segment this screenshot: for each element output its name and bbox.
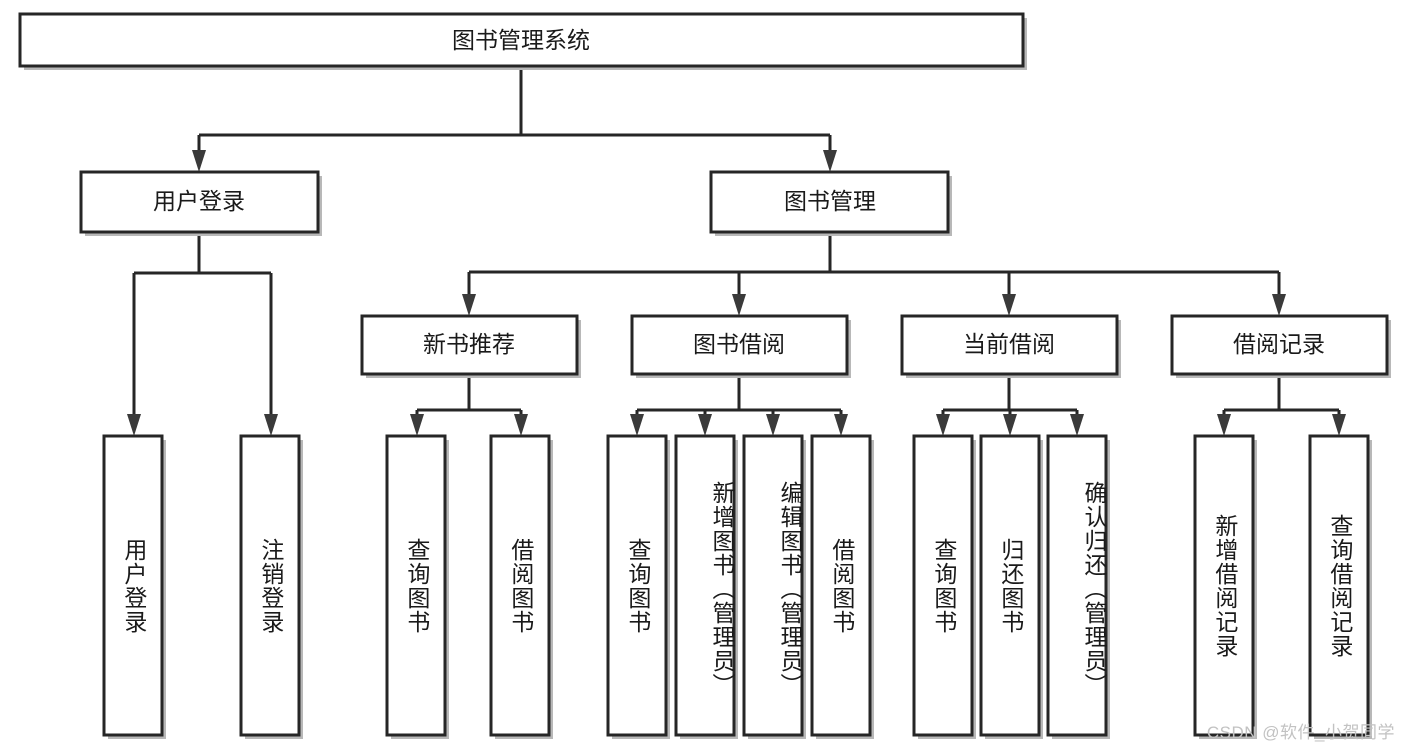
node-leaf-bb-edit-box[interactable]: [742, 434, 804, 737]
node-book-management-box[interactable]: [709, 170, 950, 234]
arrow-to-bookborrow-leaf-2: [698, 414, 712, 436]
arrow-to-currentborrow-leaf-3: [1070, 414, 1084, 436]
node-book-borrow-label: 图书借阅: [693, 331, 785, 357]
node-leaf-cb-return-box[interactable]: [979, 434, 1041, 737]
arrow-to-leaf-logout: [264, 414, 278, 436]
arrow-to-currentborrow: [1002, 294, 1016, 316]
arrow-to-book-mgmt: [823, 150, 837, 172]
arrow-to-newbook: [462, 294, 476, 316]
arrow-to-bookborrow-leaf-1: [630, 414, 644, 436]
arrow-to-bookborrow-leaf-3: [766, 414, 780, 436]
node-user-login-label: 用户登录: [153, 188, 245, 214]
arrow-to-borrowrecord-leaf-1: [1217, 414, 1231, 436]
arrow-to-leaf-user-login: [127, 414, 141, 436]
arrow-to-borrowrecord-leaf-2: [1332, 414, 1346, 436]
node-leaf-nb-borrow-box[interactable]: [489, 434, 551, 737]
node-new-book-recommend-box[interactable]: [360, 314, 579, 376]
node-leaf-cb-confirm-box[interactable]: [1046, 434, 1108, 737]
node-leaf-user-login-box[interactable]: [102, 434, 164, 737]
node-leaf-bb-add-box[interactable]: [674, 434, 736, 737]
node-leaf-logout-box[interactable]: [239, 434, 301, 737]
node-leaf-bb-borrow-box[interactable]: [810, 434, 872, 737]
watermark-text: CSDN @软件_小贺同学: [1206, 723, 1395, 742]
node-root-box[interactable]: [18, 12, 1025, 68]
node-book-management-label: 图书管理: [784, 188, 876, 214]
connector-layer: [127, 66, 1346, 436]
node-leaf-bb-query-box[interactable]: [606, 434, 668, 737]
node-leaf-nb-query-box[interactable]: [385, 434, 447, 737]
node-book-borrow-box[interactable]: [630, 314, 849, 376]
node-borrow-record-label: 借阅记录: [1233, 331, 1325, 357]
node-layer: 图书管理系统 用户登录 图书管理 新书推荐 图书借阅 当前借阅 借阅记录: [18, 12, 1391, 739]
arrow-to-bookborrow-leaf-4: [834, 414, 848, 436]
node-current-borrow-label: 当前借阅: [963, 331, 1055, 357]
arrow-to-bookborrow: [732, 294, 746, 316]
node-user-login-box[interactable]: [79, 170, 320, 234]
arrow-to-currentborrow-leaf-2: [1003, 414, 1017, 436]
node-leaf-br-add-box[interactable]: [1193, 434, 1255, 737]
arrow-to-borrowrecord: [1272, 294, 1286, 316]
node-borrow-record-box[interactable]: [1170, 314, 1389, 376]
arrow-to-newbook-leaf-2: [514, 414, 528, 436]
arrow-to-newbook-leaf-1: [410, 414, 424, 436]
node-current-borrow-box[interactable]: [900, 314, 1119, 376]
node-new-book-recommend-label: 新书推荐: [423, 331, 515, 357]
node-leaf-cb-query-box[interactable]: [912, 434, 974, 737]
arrow-to-user-login: [192, 150, 206, 172]
node-root-label: 图书管理系统: [452, 27, 590, 53]
arrow-to-currentborrow-leaf-1: [936, 414, 950, 436]
node-leaf-br-query-box[interactable]: [1308, 434, 1370, 737]
